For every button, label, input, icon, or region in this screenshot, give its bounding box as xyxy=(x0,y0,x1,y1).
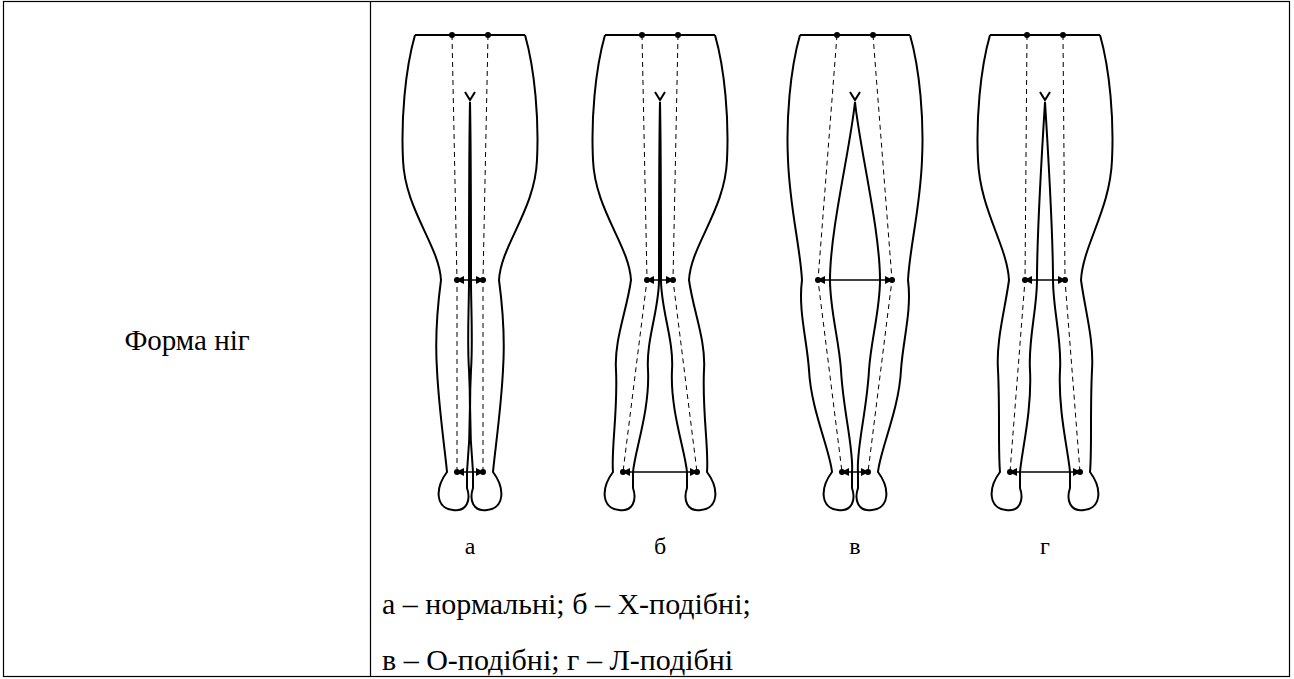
figure-letter: б xyxy=(654,532,666,561)
caption-line: а – нормальні; б – Х-подібні; xyxy=(382,586,751,622)
caption-line: в – О-подібні; г – Л-подібні xyxy=(382,642,733,678)
leg-figure-o xyxy=(788,32,923,510)
row-heading: Форма ніг xyxy=(124,323,249,358)
table-grid xyxy=(4,2,1290,677)
leg-figure-x xyxy=(593,32,728,510)
leg-figure-l xyxy=(978,32,1113,510)
figure-letter: а xyxy=(465,532,476,561)
figure-letter: г xyxy=(1040,532,1050,561)
figure-letter: в xyxy=(849,532,860,561)
leg-figure-normal xyxy=(403,32,538,510)
